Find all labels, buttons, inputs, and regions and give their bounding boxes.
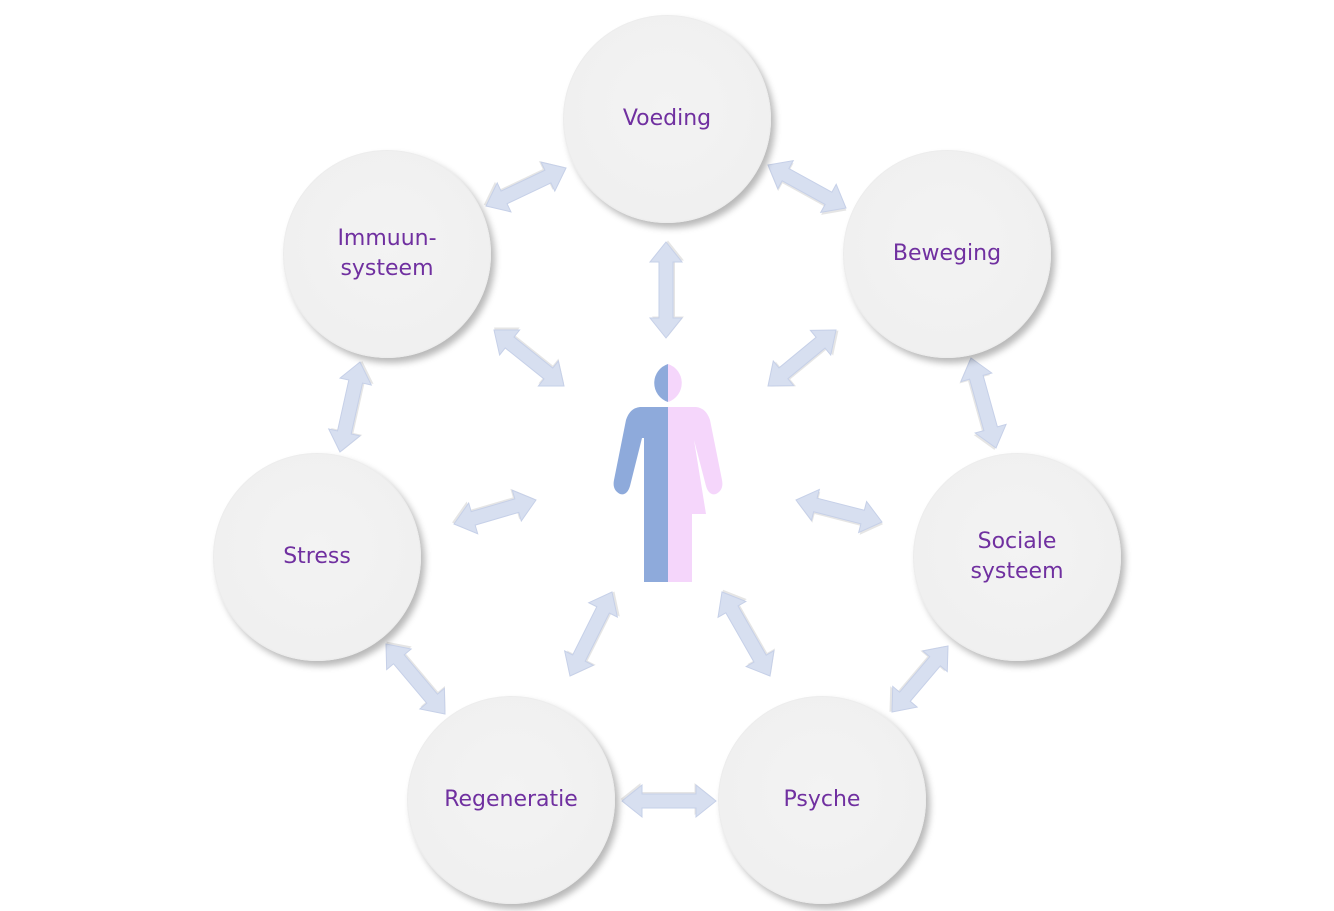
person-male-body <box>613 407 668 582</box>
arrow-stress-immuun <box>327 360 374 453</box>
node-psyche: Psyche <box>718 696 926 904</box>
arrow-center-sociale <box>795 488 883 535</box>
person-female-half <box>668 364 682 402</box>
node-label-regeneratie: Regeneratie <box>444 787 578 812</box>
node-stress: Stress <box>213 453 421 661</box>
person-male-half <box>654 364 668 402</box>
node-label-sociale-systeem: Sociale systeem <box>970 529 1064 584</box>
arrow-sociale-psyche <box>889 645 949 713</box>
arrow-center-regeneratie <box>563 591 620 677</box>
arrow-center-immuun <box>493 327 565 387</box>
node-voeding: Voeding <box>563 15 771 223</box>
node-label-immuun-systeem: Immuun- systeem <box>337 226 437 281</box>
node-label-voeding: Voeding <box>622 106 712 131</box>
node-label-stress: Stress <box>283 544 351 569</box>
node-immuun-systeem: Immuun- systeem <box>283 150 491 358</box>
node-label-beweging: Beweging <box>892 241 1002 266</box>
arrow-psyche-regeneratie <box>620 783 717 819</box>
person-female-body <box>668 407 723 582</box>
arrow-center-voeding <box>648 240 684 339</box>
arrow-voeding-beweging <box>767 159 847 215</box>
node-regeneratie: Regeneratie <box>407 696 615 904</box>
person-male-female-icon <box>613 364 723 582</box>
node-label-psyche: Psyche <box>783 787 861 812</box>
arrow-center-beweging <box>767 329 839 387</box>
arrow-voeding-immuun <box>483 160 567 213</box>
node-sociale-systeem: Sociale systeem <box>913 453 1121 661</box>
arrow-beweging-sociale <box>959 357 1007 450</box>
arrow-center-psyche <box>717 589 775 677</box>
arrow-center-stress <box>451 488 537 535</box>
arrow-regeneratie-stress <box>385 641 446 715</box>
node-beweging: Beweging <box>843 150 1051 358</box>
